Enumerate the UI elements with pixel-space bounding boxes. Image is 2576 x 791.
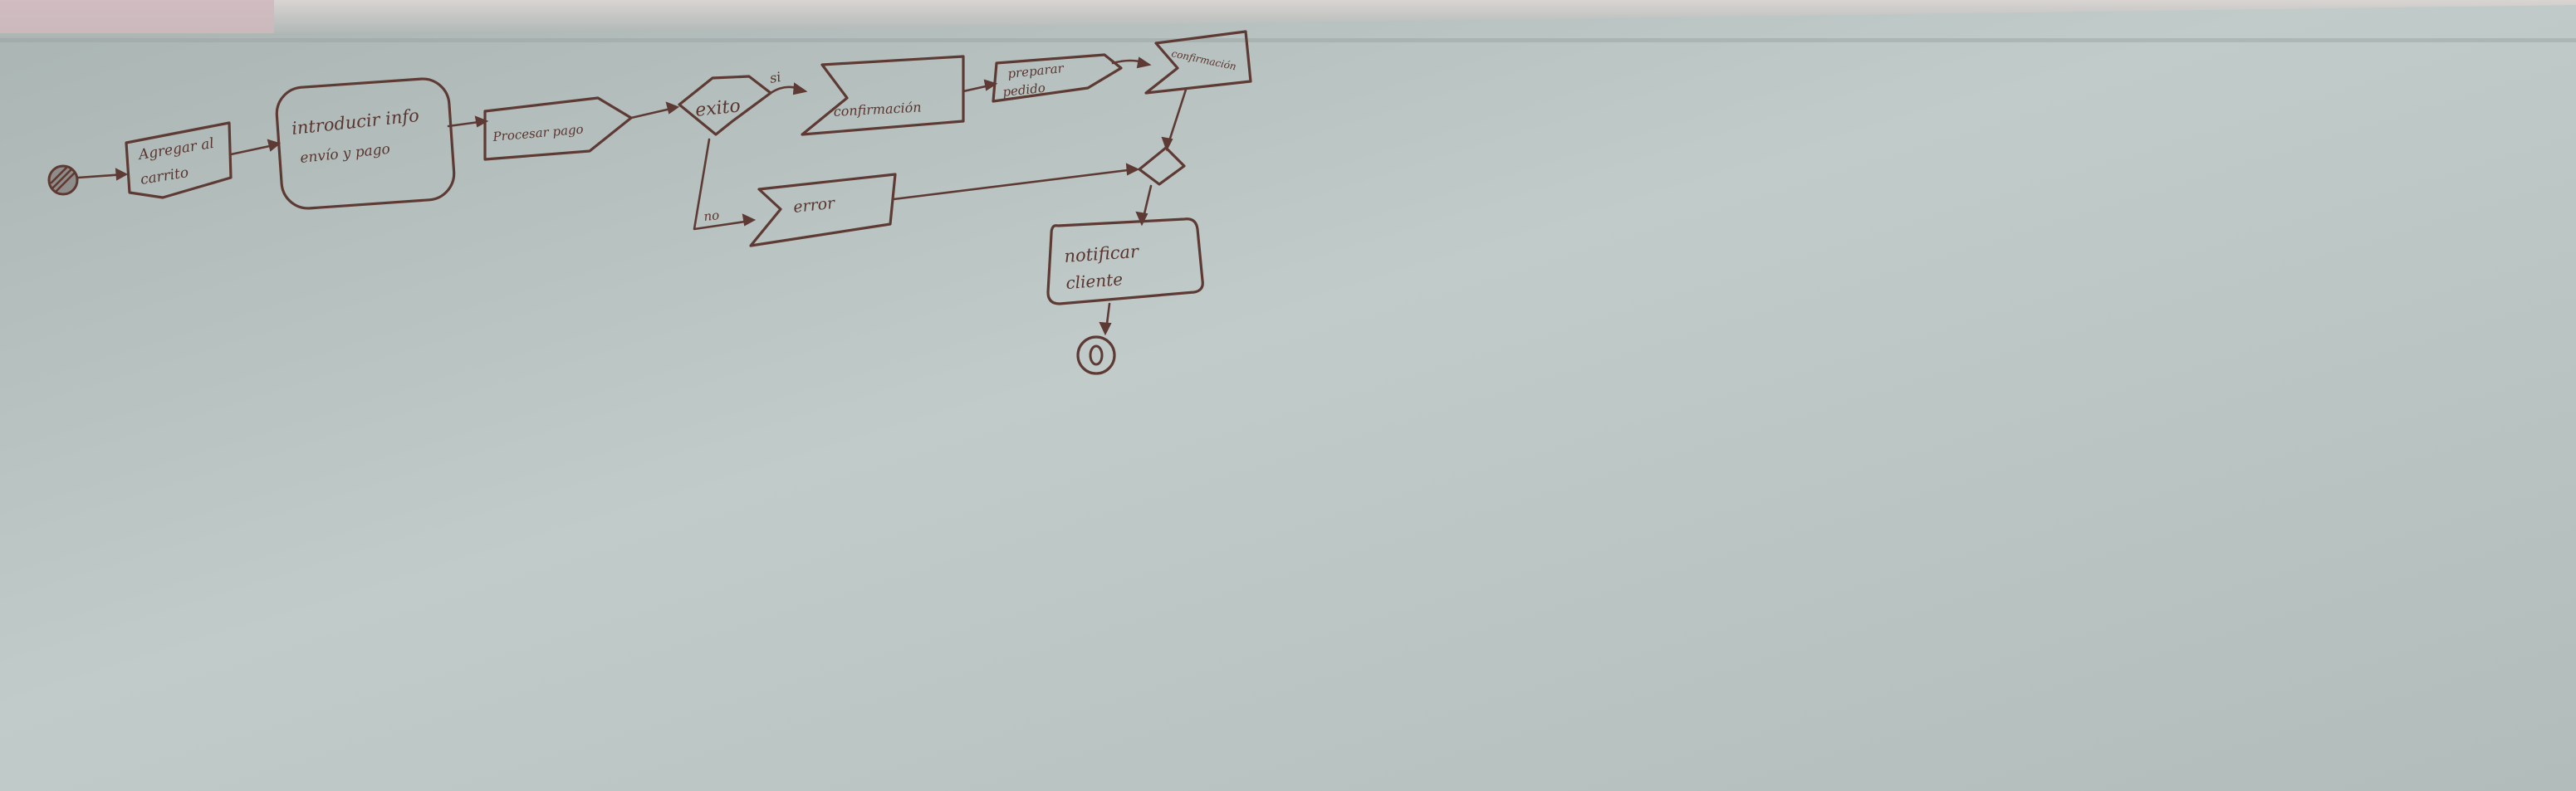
board-corner-object: [0, 0, 274, 33]
merge-node: [1138, 146, 1186, 186]
edge-error-to-merge: [892, 163, 1140, 201]
accept-event-error: error: [749, 173, 897, 247]
edge-preparar-to-confirmacion2: [1111, 56, 1152, 69]
guard-no-label: no: [703, 208, 720, 224]
error-label: error: [792, 194, 837, 217]
edge-merge-to-notificar: [1135, 184, 1153, 227]
edge-confirmacion2-to-merge: [1161, 88, 1188, 152]
guard-si-label: si: [768, 69, 781, 86]
edge-exito-to-confirmacion: si: [768, 69, 808, 95]
board-frame-edge: [0, 38, 2576, 42]
preparar-label-2: pedido: [1002, 81, 1046, 100]
edge-introducir-to-procesar: [447, 115, 489, 128]
final-node: [1076, 335, 1116, 375]
edge-start-to-agregar: [76, 168, 129, 181]
edge-procesar-to-exito: [629, 101, 680, 120]
edge-agregar-to-introducir: [229, 139, 282, 156]
edge-notificar-to-final: [1099, 302, 1112, 336]
notificar-label-2: cliente: [1065, 269, 1124, 293]
edge-exito-to-error: no: [693, 138, 757, 231]
edge-confirmacion-to-preparar: [962, 79, 998, 93]
exito-label: exito: [694, 95, 742, 121]
initial-node: [47, 164, 79, 196]
board-frame-top: [0, 0, 2576, 40]
